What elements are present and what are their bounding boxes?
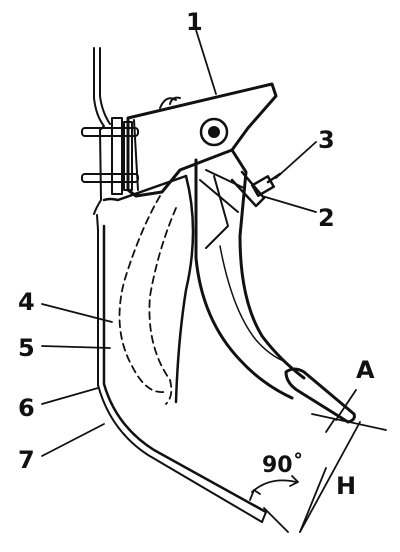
- dimension-labels: A H 90˚: [262, 356, 375, 500]
- angle-label: 90˚: [262, 453, 304, 478]
- pedal-bracket: [126, 82, 278, 198]
- mounting-bolts: [81, 117, 139, 195]
- pivot-bolt: [199, 117, 229, 147]
- callout-6: 6: [18, 394, 35, 422]
- callout-3: 3: [318, 126, 335, 154]
- callout-7: 7: [18, 446, 35, 474]
- dimension-a-label: A: [356, 356, 375, 384]
- leader-lines: [41, 29, 317, 457]
- pedal-housing: [96, 174, 268, 523]
- dimension-h-label: H: [336, 472, 356, 500]
- callout-1: 1: [186, 8, 203, 36]
- callout-5: 5: [18, 334, 35, 362]
- pedal-pad: [284, 367, 356, 424]
- callout-2: 2: [318, 204, 335, 232]
- pedal-lever: [194, 148, 306, 400]
- callout-labels: 1 3 2 4 5 6 7: [18, 8, 335, 474]
- callout-4: 4: [18, 288, 35, 316]
- dimension-lines: [249, 389, 387, 533]
- stoplight-switch: [230, 170, 282, 208]
- hidden-pedal-outline: [118, 195, 177, 405]
- mounting-wall: [93, 47, 111, 215]
